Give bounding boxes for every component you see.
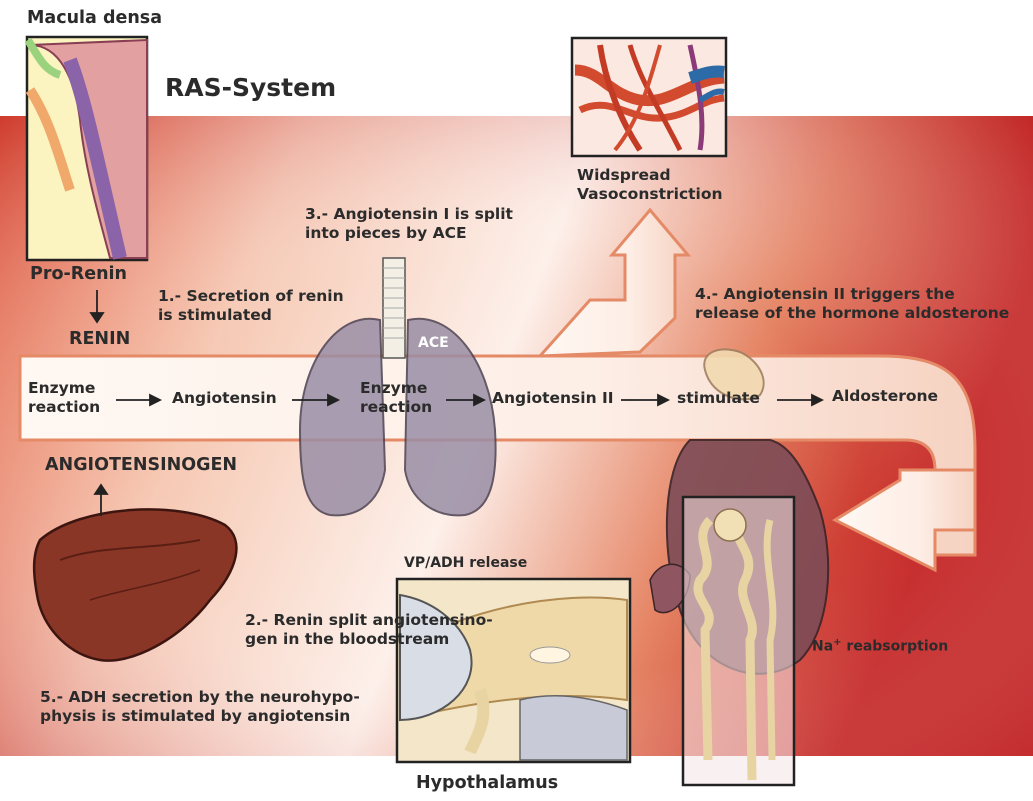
angiotensin-label: Angiotensin bbox=[172, 389, 277, 408]
widespread-vasoconstriction-label: Widspread Vasoconstriction bbox=[577, 166, 723, 205]
step-3-line-1: 3.- Angiotensin I is split bbox=[305, 205, 513, 224]
widespread-line-2: Vasoconstriction bbox=[577, 185, 723, 204]
na-prefix: Na bbox=[812, 639, 833, 655]
enzyme-reaction-1-line-1: Enzyme bbox=[28, 379, 100, 398]
na-suffix: reabsorption bbox=[842, 639, 949, 655]
page-title: RAS-System bbox=[165, 72, 336, 103]
enzyme-reaction-2-line-2: reaction bbox=[360, 398, 432, 417]
step-5-line-2: physis is stimulated by angiotensin bbox=[40, 707, 360, 726]
step-1-line-2: is stimulated bbox=[158, 306, 344, 325]
step-4-line-1: 4.- Angiotensin II triggers the bbox=[695, 285, 1009, 304]
step-1-line-1: 1.- Secretion of renin bbox=[158, 287, 344, 306]
step-1-text: 1.- Secretion of renin is stimulated bbox=[158, 287, 344, 326]
angiotensin-ii-label: Angiotensin II bbox=[492, 389, 614, 408]
aldosterone-label: Aldosterone bbox=[832, 387, 938, 406]
step-3-line-2: into pieces by ACE bbox=[305, 224, 513, 243]
enzyme-reaction-2: Enzyme reaction bbox=[360, 379, 432, 418]
step-5-text: 5.- ADH secretion by the neurohypo- phys… bbox=[40, 688, 360, 727]
step-4-line-2: release of the hormone aldosterone bbox=[695, 304, 1009, 323]
enzyme-reaction-1: Enzyme reaction bbox=[28, 379, 100, 418]
step-2-text: 2.- Renin split angiotensino- gen in the… bbox=[245, 611, 493, 650]
hypothalamus-illustration bbox=[397, 579, 630, 762]
enzyme-reaction-1-line-2: reaction bbox=[28, 398, 100, 417]
step-5-line-1: 5.- ADH secretion by the neurohypo- bbox=[40, 688, 360, 707]
widespread-line-1: Widspread bbox=[577, 166, 723, 185]
macula-densa-label: Macula densa bbox=[27, 8, 162, 30]
capillary-bed-icon bbox=[572, 38, 726, 156]
step-4-text: 4.- Angiotensin II triggers the release … bbox=[695, 285, 1009, 324]
hypothalamus-label: Hypothalamus bbox=[416, 773, 558, 795]
step-3-text: 3.- Angiotensin I is split into pieces b… bbox=[305, 205, 513, 244]
nephron-icon bbox=[683, 497, 794, 785]
enzyme-reaction-2-line-1: Enzyme bbox=[360, 379, 432, 398]
pro-renin-label: Pro-Renin bbox=[30, 264, 127, 286]
stimulate-label: stimulate bbox=[677, 389, 760, 408]
ace-label: ACE bbox=[418, 335, 449, 353]
step-2-line-1: 2.- Renin split angiotensino- bbox=[245, 611, 493, 630]
renin-label: RENIN bbox=[69, 329, 130, 351]
macula-densa-illustration bbox=[27, 37, 147, 260]
vp-adh-release-label: VP/ADH release bbox=[404, 555, 527, 573]
trachea-icon bbox=[383, 258, 405, 358]
step-2-line-2: gen in the bloodstream bbox=[245, 630, 493, 649]
na-reabsorption-label: Na+ reabsorption bbox=[812, 637, 948, 656]
angiotensinogen-label: ANGIOTENSINOGEN bbox=[45, 455, 237, 477]
na-superscript: + bbox=[833, 637, 841, 648]
